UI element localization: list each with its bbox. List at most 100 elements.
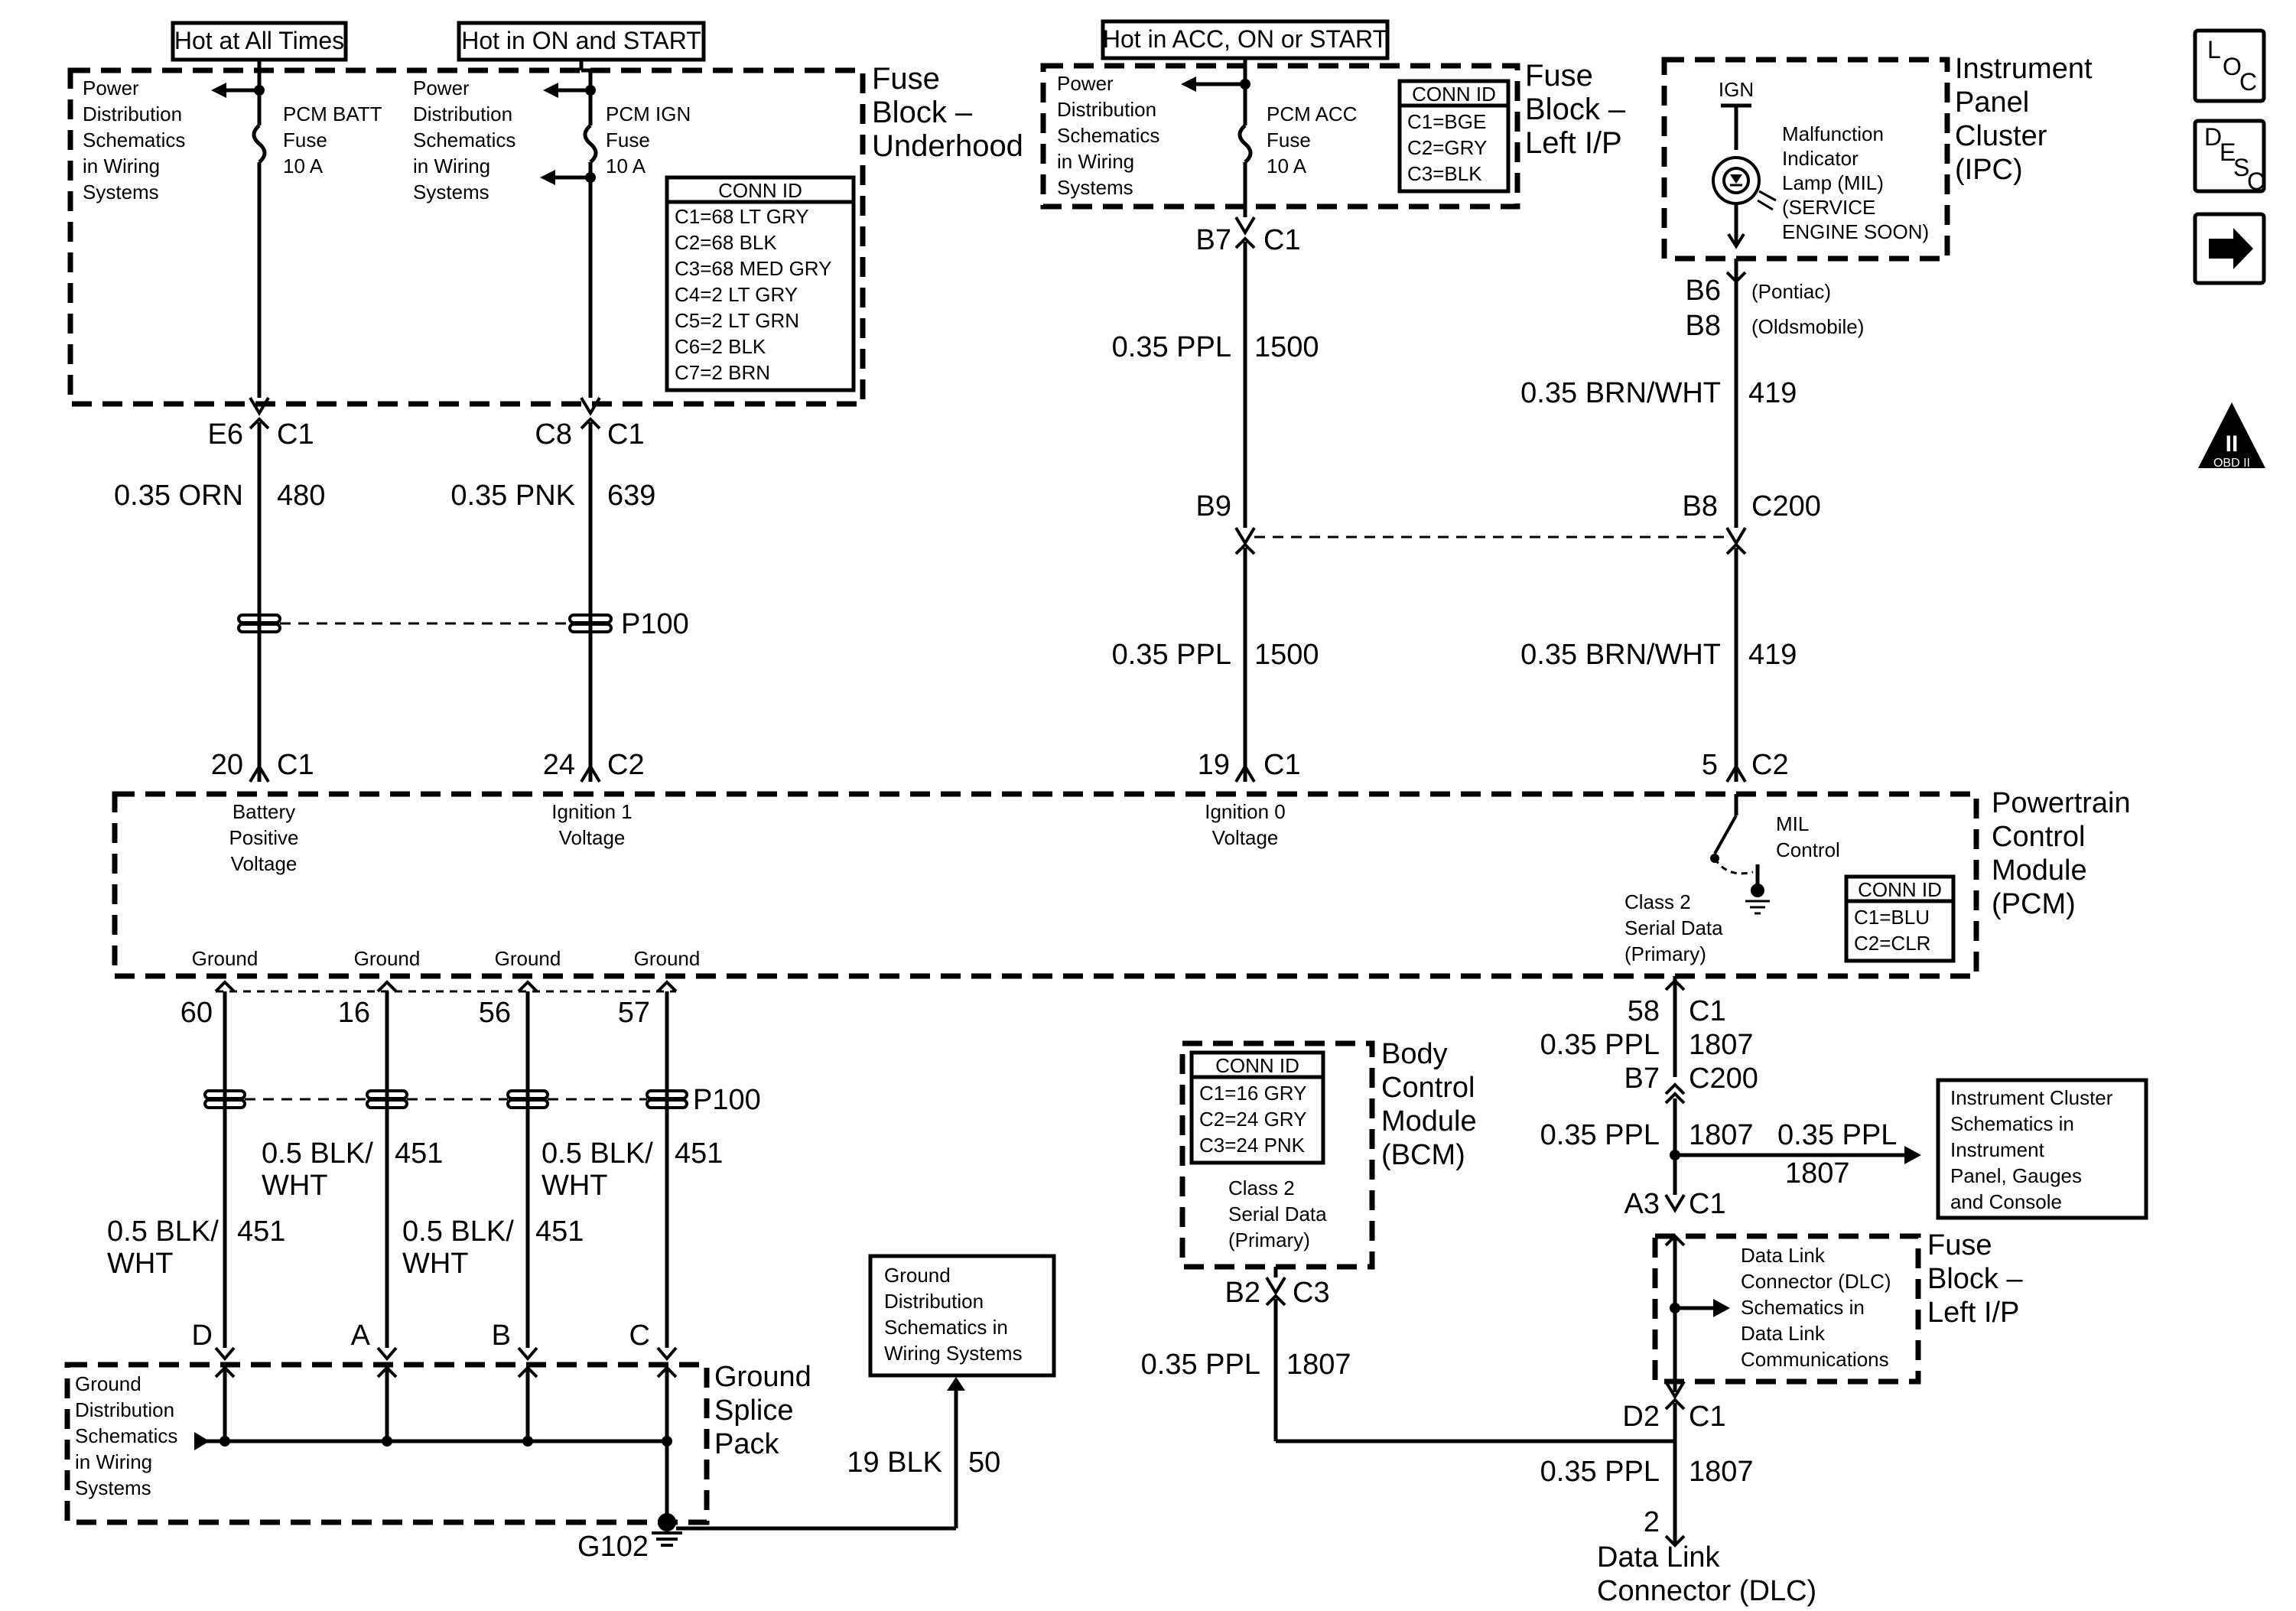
svg-text:24: 24 — [543, 749, 575, 781]
svg-text:0.35 PPL: 0.35 PPL — [1112, 639, 1231, 671]
svg-text:B7: B7 — [1624, 1063, 1660, 1095]
pcm-pin-20: 20 C1 — [211, 749, 314, 783]
svg-text:20: 20 — [211, 749, 243, 781]
ground-g102: G102 19 BLK 50 — [577, 1377, 1000, 1563]
connector-c200: B9 B8 C200 — [1196, 490, 1821, 539]
svg-text:1500: 1500 — [1254, 639, 1319, 671]
svg-text:451: 451 — [535, 1216, 584, 1248]
svg-text:0.35 PPL: 0.35 PPL — [1540, 1029, 1660, 1061]
wire-419: 0.35 BRN/WHT 419 0.35 BRN/WHT 419 5 C2 — [1520, 271, 1797, 783]
svg-text:57: 57 — [618, 997, 650, 1029]
svg-text:B: B — [492, 1320, 511, 1352]
svg-text:C1: C1 — [277, 749, 314, 781]
svg-text:Hot in ACC, ON or START: Hot in ACC, ON or START — [1103, 25, 1387, 53]
pin-b6: B6 — [1686, 275, 1721, 307]
loc-icon[interactable]: L O C — [2193, 28, 2266, 103]
svg-text:Ground: Ground — [354, 947, 421, 970]
svg-text:0.5 BLK/WHT: 0.5 BLK/WHT — [402, 1216, 514, 1280]
svg-text:60: 60 — [180, 997, 213, 1029]
obd-ii-icon: II OBD II — [2198, 402, 2265, 470]
svg-text:B8: B8 — [1683, 490, 1718, 522]
svg-text:451: 451 — [395, 1137, 443, 1170]
svg-text:CONN ID: CONN ID — [1858, 878, 1942, 901]
svg-text:0.5 BLK/WHT: 0.5 BLK/WHT — [262, 1137, 373, 1202]
svg-text:480: 480 — [277, 480, 325, 512]
svg-text:451: 451 — [237, 1216, 285, 1248]
svg-text:Hot at All Times: Hot at All Times — [174, 27, 344, 54]
svg-text:CONN ID: CONN ID — [1215, 1054, 1299, 1077]
svg-text:A3: A3 — [1624, 1188, 1660, 1220]
arrow-left-icon — [540, 170, 555, 185]
svg-text:C8: C8 — [535, 418, 572, 451]
mil-lamp-icon — [1712, 156, 1777, 211]
svg-text:0.35 BRN/WHT: 0.35 BRN/WHT — [1520, 639, 1721, 671]
arrow-left-icon — [211, 83, 226, 98]
desc-icon[interactable]: D E S C — [2193, 119, 2266, 195]
svg-text:0.35 PPL: 0.35 PPL — [1141, 1349, 1260, 1381]
svg-text:IGN: IGN — [1719, 78, 1754, 101]
svg-text:E6: E6 — [208, 418, 243, 451]
serial-data-circuit: 58 C1 0.35 PPL 1807 B7 C200 0.35 PPL 180… — [1540, 976, 1921, 1220]
ground-wires: 60 16 56 57 P100 0.5 BLK/WHT 451 0.5 BLK… — [107, 980, 761, 1362]
svg-text:D: D — [2204, 123, 2222, 151]
next-arrow-icon[interactable] — [2193, 212, 2266, 285]
svg-text:C2: C2 — [1751, 749, 1789, 781]
svg-text:C1: C1 — [1263, 224, 1301, 256]
arrow-right-icon — [1904, 1146, 1921, 1164]
header-hot-in-acc-on-or-start: Hot in ACC, ON or START — [1101, 19, 1390, 60]
svg-text:639: 639 — [607, 480, 655, 512]
svg-text:C: C — [629, 1320, 650, 1352]
svg-text:C1: C1 — [1263, 749, 1301, 781]
header-hot-at-all-times: Hot at All Times — [171, 21, 348, 62]
svg-text:5: 5 — [1702, 749, 1718, 781]
pcm-pin-24: 24 C2 — [543, 749, 645, 783]
svg-text:B7: B7 — [1196, 224, 1231, 256]
svg-text:419: 419 — [1748, 377, 1797, 409]
svg-text:A: A — [351, 1320, 371, 1352]
svg-text:C3: C3 — [1293, 1277, 1330, 1309]
svg-text:0.35 PPL: 0.35 PPL — [1540, 1456, 1660, 1488]
svg-text:CONN ID: CONN ID — [1412, 83, 1496, 106]
svg-text:C200: C200 — [1689, 1063, 1758, 1095]
svg-text:P100: P100 — [621, 608, 689, 640]
svg-text:0.35 PPL: 0.35 PPL — [1112, 331, 1231, 363]
svg-text:P100: P100 — [693, 1084, 761, 1116]
arrow-up-icon — [947, 1377, 965, 1391]
svg-text:1807: 1807 — [1785, 1157, 1850, 1190]
svg-text:B2: B2 — [1225, 1277, 1260, 1309]
